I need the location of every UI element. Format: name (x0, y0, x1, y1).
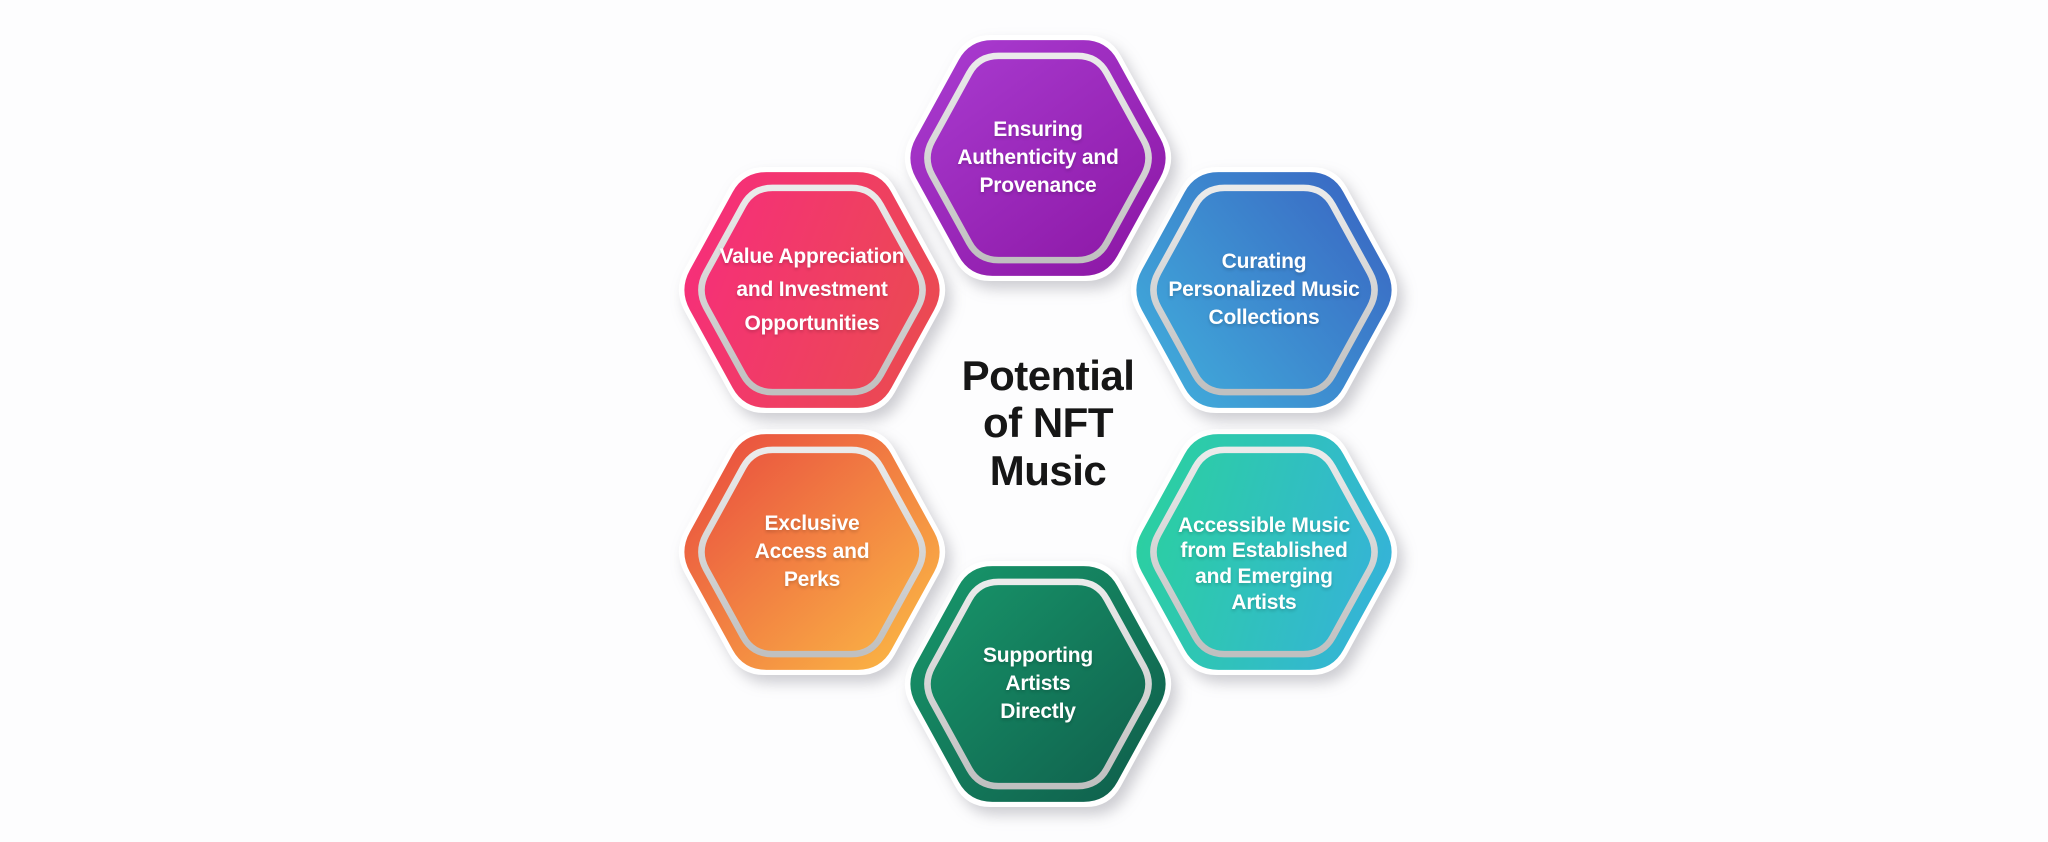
hexagon-shape (904, 560, 1172, 808)
hexagon-shape (678, 428, 946, 676)
hexagon-exclusive-access-and-perks: Exclusive Access and Perks (668, 424, 956, 680)
hexagon-curating-personalized-music-collections: Curating Personalized Music Collections (1120, 162, 1408, 418)
hexagon-shape (1130, 166, 1398, 414)
hexagon-shape (904, 34, 1172, 282)
hexagon-shape (678, 166, 946, 414)
hexagon-shape (1130, 428, 1398, 676)
hexagon-ensuring-authenticity-and-provenance: Ensuring Authenticity and Provenance (894, 30, 1182, 286)
diagram-title: Potential of NFT Music (961, 352, 1135, 494)
